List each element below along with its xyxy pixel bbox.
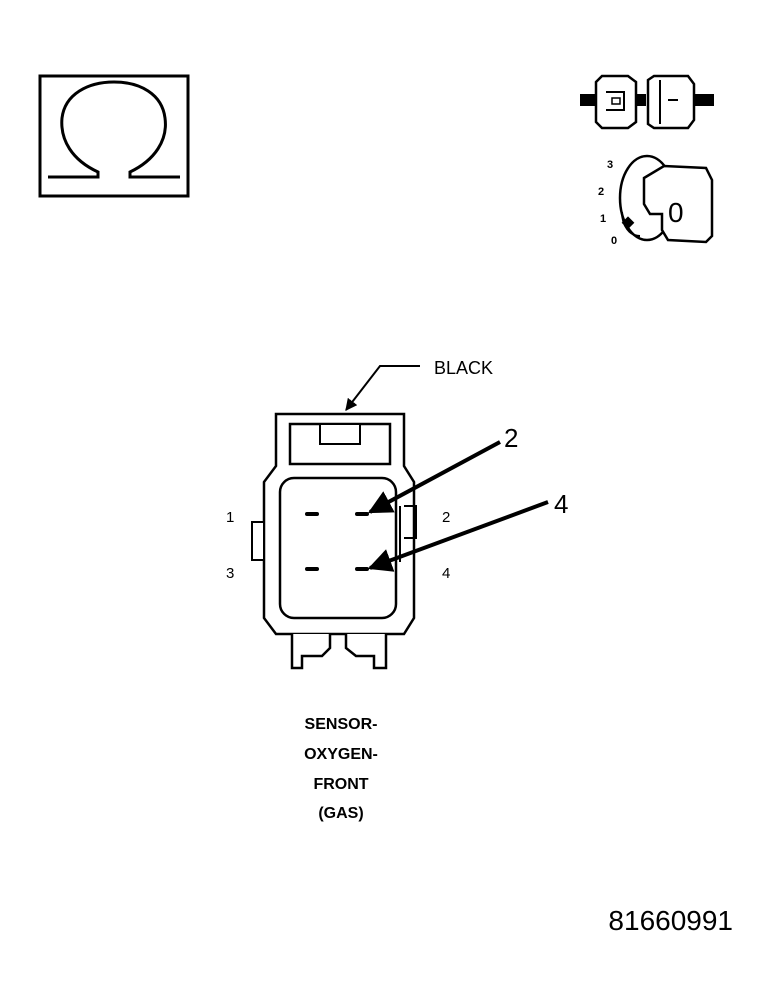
- connector-pin-cavities: [305, 512, 369, 571]
- ohm-symbol-icon: [38, 74, 190, 198]
- connector-body: [251, 412, 417, 670]
- connector-color-label: BLACK: [434, 358, 493, 378]
- pin-4-callout-arrow: [367, 500, 549, 572]
- connector-name-line-3: FRONT: [313, 776, 368, 793]
- pin-label-1: 1: [226, 509, 234, 526]
- key-current-position: 0: [668, 197, 684, 228]
- pin-label-3: 3: [226, 565, 234, 582]
- ignition-switch-icon: [618, 154, 714, 244]
- key-position-1: 1: [600, 213, 606, 225]
- color-callout-arrow: [345, 365, 420, 411]
- connector-disconnect-icon: [580, 74, 714, 130]
- callout-pin-4: 4: [554, 489, 568, 519]
- key-position-3: 3: [607, 159, 613, 171]
- key-position-0: 0: [611, 235, 617, 247]
- connector-name-line-1: SENSOR-: [305, 716, 378, 733]
- connector-name-line-4: (GAS): [318, 805, 363, 822]
- connector-name-line-2: OXYGEN-: [304, 746, 378, 763]
- figure-id: 81660991: [608, 905, 733, 936]
- key-position-2: 2: [598, 186, 604, 198]
- callout-pin-2: 2: [504, 423, 518, 453]
- pin-label-4: 4: [442, 565, 450, 582]
- pin-label-2: 2: [442, 509, 450, 526]
- pin-2-callout-arrow: [367, 440, 501, 514]
